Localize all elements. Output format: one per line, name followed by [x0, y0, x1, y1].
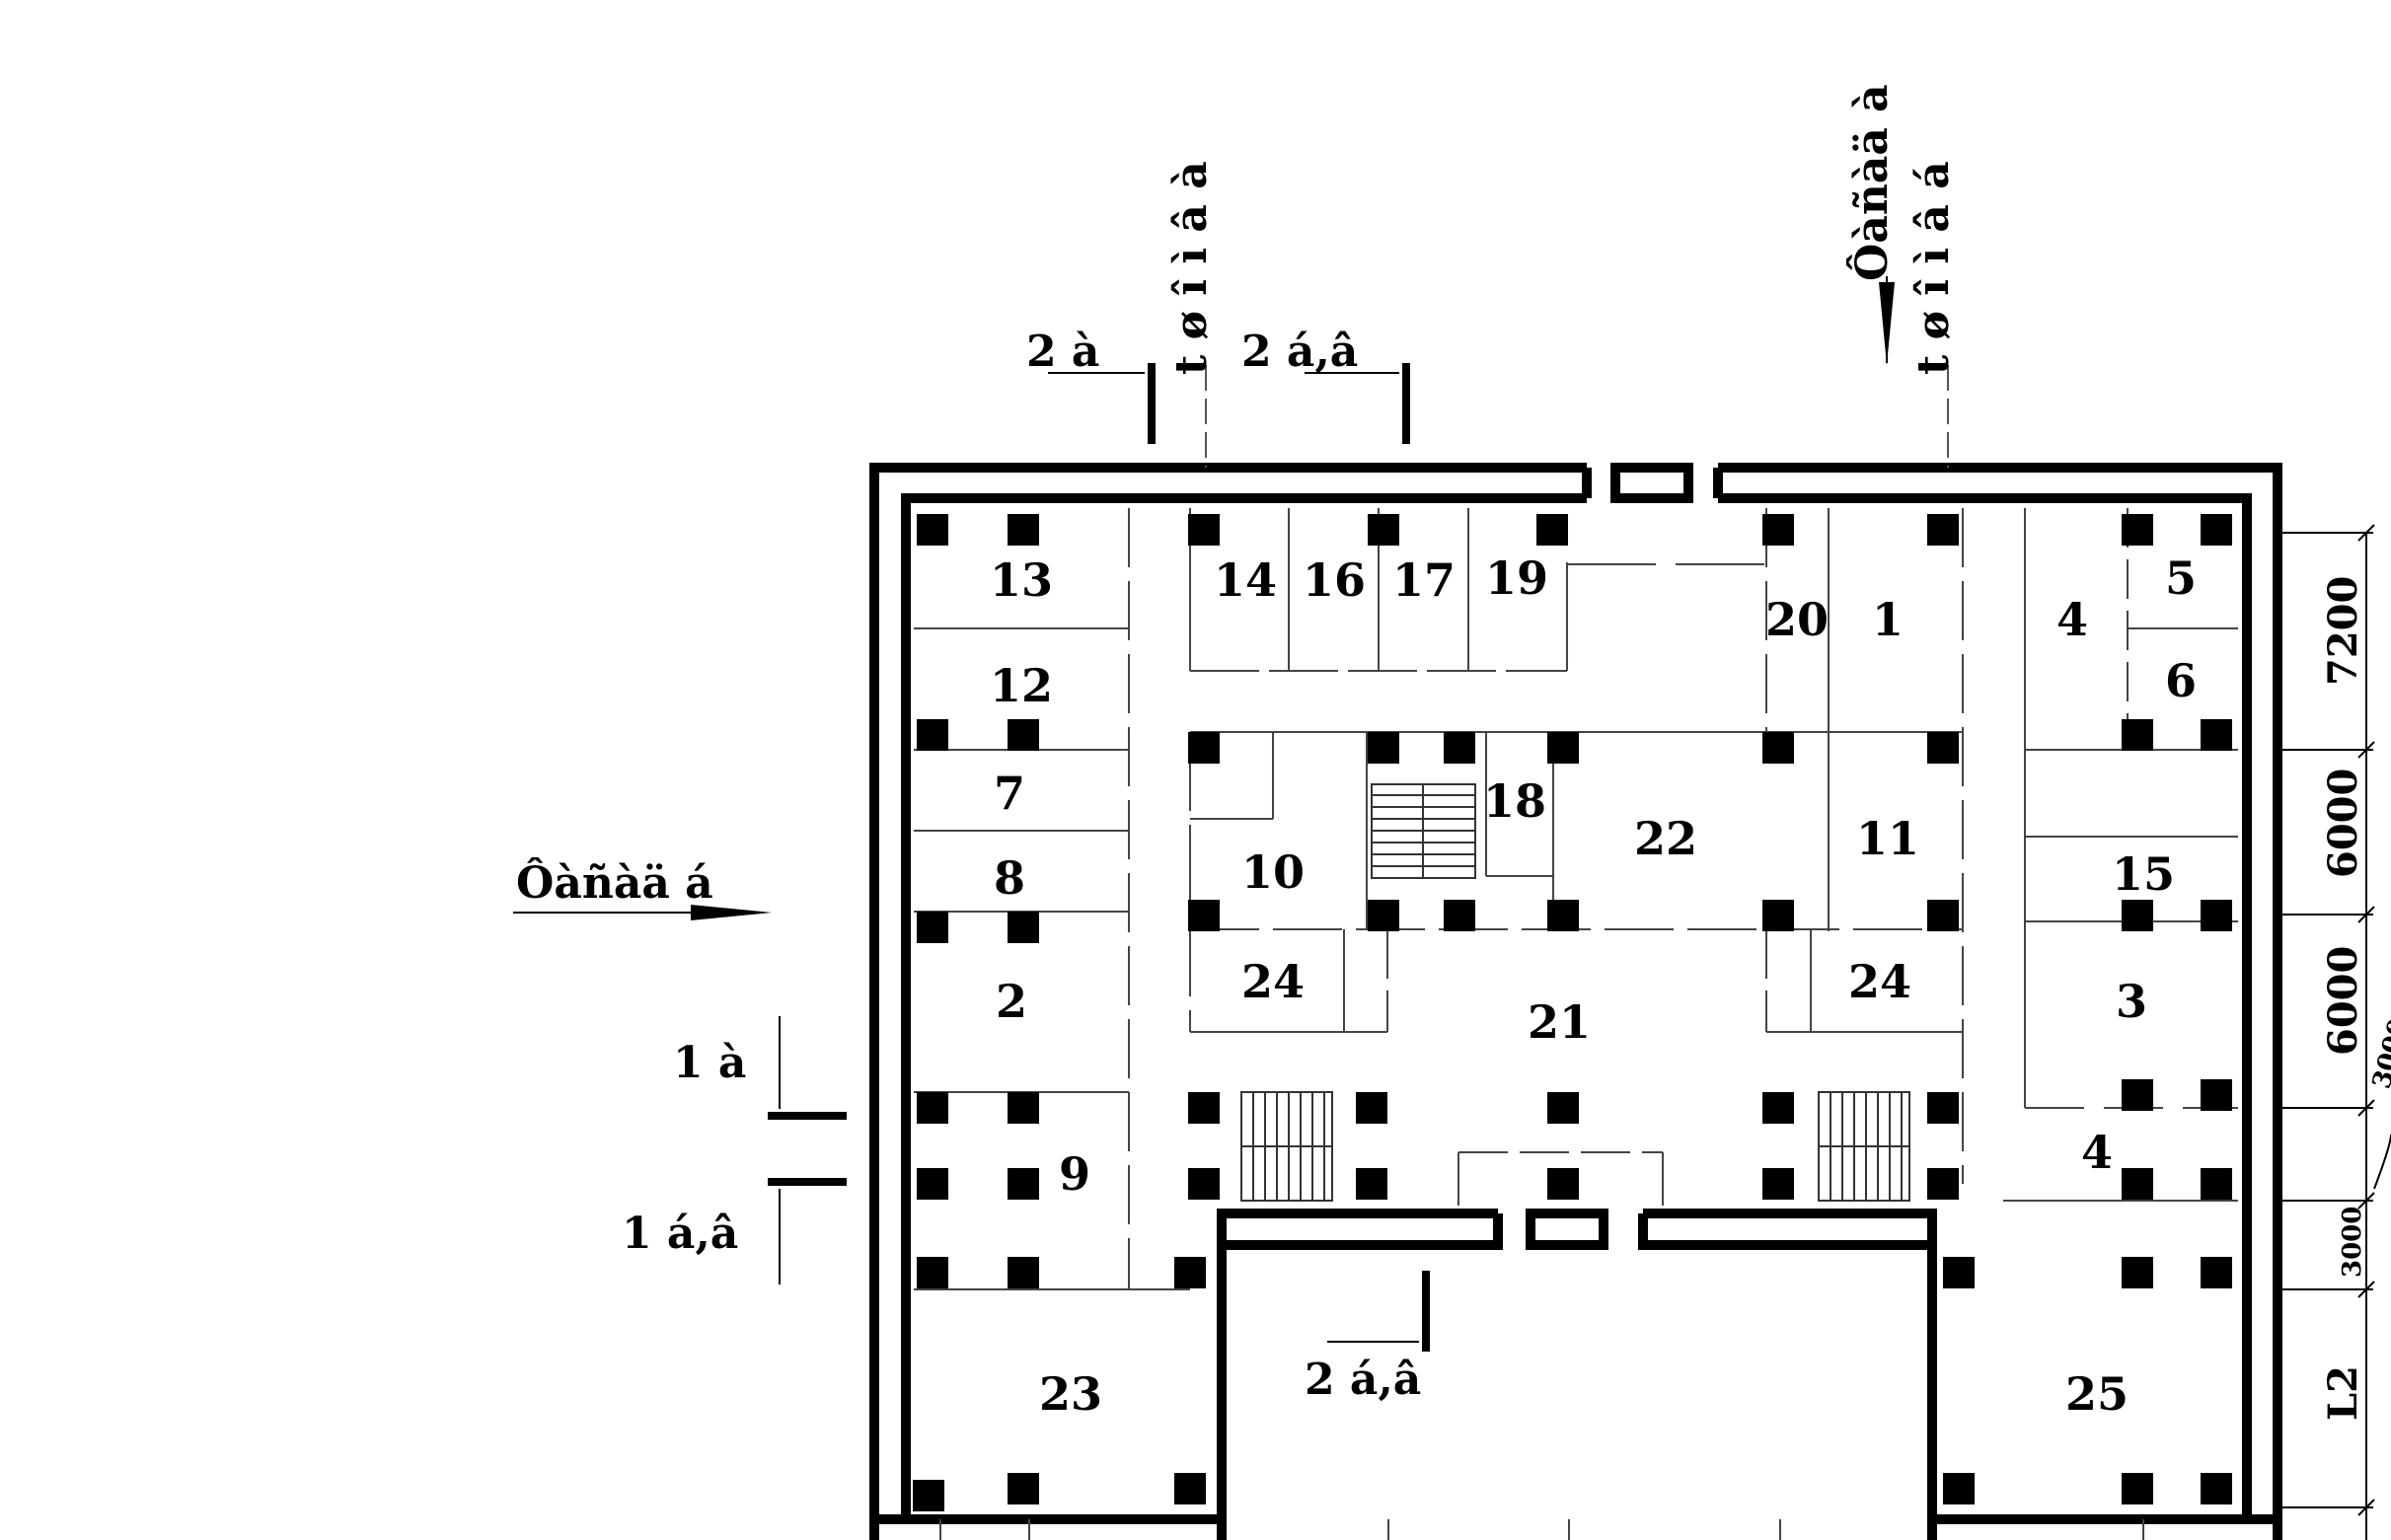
- section-label-2a: 2 à: [1026, 327, 1099, 377]
- room-label-25: 25: [2065, 1367, 2129, 1421]
- room-label-1: 1: [1872, 593, 1904, 646]
- room-label-10: 10: [1241, 845, 1305, 899]
- section-label-1a: 1 à: [673, 1038, 746, 1088]
- section-label-1bv: 1 á,â: [622, 1209, 738, 1259]
- dimension-3000: 3000: [2338, 1207, 2367, 1278]
- room-label-11: 11: [1856, 812, 1919, 865]
- room-label-23: 23: [1039, 1367, 1102, 1421]
- room-labels: 13 12 7 8 2 9 23 14 16 17 19 20 1 4 5 6 …: [990, 551, 2197, 1421]
- room-label-7: 7: [994, 767, 1025, 820]
- room-label-5: 5: [2165, 551, 2197, 605]
- section-markers: 2 à 2 á,â 1 à 1 á,â 2 á,â: [622, 327, 1430, 1405]
- room-label-8: 8: [994, 851, 1025, 905]
- axis-label-a: t ø î ì â à: [1166, 161, 1217, 375]
- room-label-18: 18: [1483, 774, 1546, 828]
- room-label-24-left: 24: [1241, 955, 1305, 1008]
- facade-label-a: Ôàñàä à: [1845, 84, 1898, 281]
- room-label-15: 15: [2112, 847, 2175, 901]
- dimension-chain: 7200 6000 6000 3000 L2 3000: [2278, 524, 2391, 1540]
- room-label-3: 3: [2116, 975, 2147, 1028]
- room-label-20: 20: [1765, 593, 1829, 646]
- dimension-3000-partial: 3000: [2367, 1015, 2391, 1092]
- room-label-12: 12: [990, 659, 1053, 712]
- room-label-4-top: 4: [2056, 593, 2088, 646]
- interior-partitions: [914, 508, 2238, 1540]
- room-label-14: 14: [1214, 553, 1277, 607]
- outer-walls: [869, 463, 2282, 1540]
- room-label-19: 19: [1485, 551, 1548, 605]
- dimension-L2: L2: [2320, 1365, 2366, 1421]
- room-label-13: 13: [990, 553, 1053, 607]
- room-label-22: 22: [1634, 812, 1697, 865]
- section-label-2bv-top: 2 á,â: [1241, 327, 1358, 377]
- room-label-4-bottom: 4: [2081, 1126, 2113, 1179]
- room-label-16: 16: [1303, 553, 1366, 607]
- columns: [913, 514, 2232, 1511]
- room-label-9: 9: [1059, 1147, 1090, 1201]
- dimension-7200: 7200: [2320, 576, 2366, 686]
- stairs: [1240, 783, 1910, 1202]
- axis-label-b: t ø î ì â á: [1908, 161, 1959, 375]
- dimension-6000-b: 6000: [2320, 946, 2366, 1056]
- room-label-6: 6: [2165, 654, 2197, 707]
- room-label-2: 2: [996, 975, 1027, 1028]
- axis-markers: t ø î ì â à t ø î ì â á: [1166, 161, 1959, 468]
- room-label-17: 17: [1392, 553, 1456, 607]
- facade-label-b: Ôàñàä á: [516, 856, 713, 909]
- room-label-21: 21: [1528, 995, 1591, 1049]
- room-label-24-right: 24: [1848, 955, 1911, 1008]
- dimension-6000-a: 6000: [2320, 769, 2366, 878]
- section-label-2bv-bottom: 2 á,â: [1305, 1355, 1421, 1405]
- facade-markers: Ôàñàä á Ôàñàä à: [513, 84, 1898, 920]
